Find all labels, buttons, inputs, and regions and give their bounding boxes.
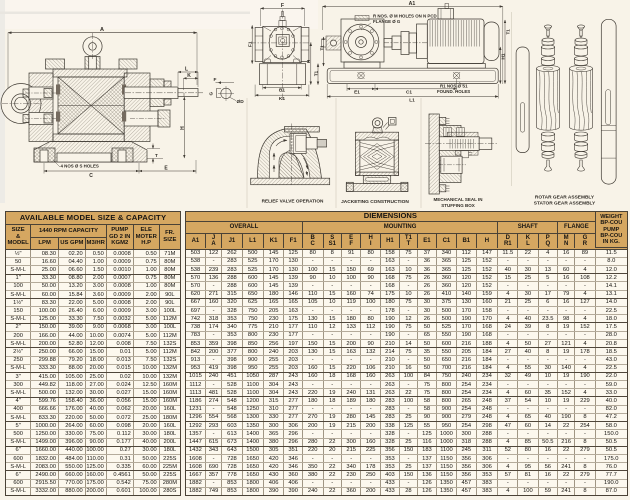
svg-text:FOUND. HOLES: FOUND. HOLES — [437, 89, 470, 94]
svg-text:K: K — [187, 73, 191, 79]
svg-text:F: F — [214, 77, 217, 83]
svg-text:R1 NOS.Ø S1: R1 NOS.Ø S1 — [440, 84, 468, 89]
svg-text:R NOS. Ø M HOLES ON N PCD: R NOS. Ø M HOLES ON N PCD — [373, 14, 437, 19]
svg-text:H: H — [180, 126, 186, 130]
svg-text:C: C — [89, 173, 93, 179]
svg-text:E: E — [164, 166, 168, 172]
svg-text:A1: A1 — [409, 1, 416, 7]
svg-text:MECHANICAL SEAL IN: MECHANICAL SEAL IN — [433, 197, 482, 202]
svg-text:ROTAR GEAR ASSEMBLY: ROTAR GEAR ASSEMBLY — [535, 194, 595, 200]
svg-text:ØD: ØD — [237, 99, 245, 105]
svg-text:G: G — [209, 92, 214, 96]
svg-text:H: H — [306, 59, 312, 63]
svg-text:F: F — [281, 3, 284, 9]
svg-text:T1: T1 — [506, 29, 511, 35]
svg-text:B1: B1 — [279, 87, 285, 92]
svg-text:F1: F1 — [247, 41, 253, 47]
svg-text:T1: T1 — [314, 70, 319, 76]
svg-text:H1: H1 — [501, 53, 506, 59]
svg-text:L1: L1 — [409, 98, 415, 103]
svg-text:E1: E1 — [354, 90, 360, 95]
svg-text:FLANGE Ø G: FLANGE Ø G — [373, 19, 401, 24]
svg-text:A: A — [100, 27, 104, 33]
svg-text:T: T — [155, 153, 158, 158]
svg-text:JACKETING CONSTRUCTION: JACKETING CONSTRUCTION — [341, 199, 409, 205]
svg-text:L: L — [185, 67, 188, 73]
svg-text:RELIEF VALVE OPERATION: RELIEF VALVE OPERATION — [262, 199, 324, 204]
svg-text:T1: T1 — [320, 45, 325, 51]
svg-text:C1: C1 — [406, 90, 412, 95]
svg-text:K1: K1 — [279, 96, 285, 102]
svg-text:4 NOS Ø S HOLES: 4 NOS Ø S HOLES — [61, 164, 99, 169]
svg-text:STATOR GEAR ASSEMBLY: STATOR GEAR ASSEMBLY — [534, 201, 596, 207]
svg-text:STUFFING BOX: STUFFING BOX — [441, 203, 475, 208]
